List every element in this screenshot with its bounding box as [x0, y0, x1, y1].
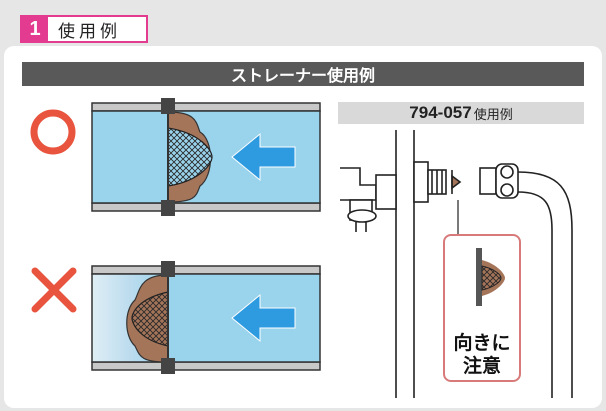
faucet-fitting-drawing	[340, 130, 573, 398]
example-label: 794-057 使用例	[338, 102, 584, 124]
notice-line-1: 向きに	[453, 332, 511, 354]
flow-arrow-icon	[231, 293, 296, 343]
step-tag: 1 使用例	[20, 15, 148, 43]
step-title: 使用例	[58, 21, 121, 42]
orientation-notice: 向きに 注意	[443, 234, 521, 382]
strainer-closeup	[476, 248, 505, 306]
notice-text: 向きに 注意	[445, 332, 519, 378]
step-number: 1	[22, 17, 48, 41]
model-number: 794-057	[409, 103, 472, 122]
correct-pipe-diagram	[91, 98, 321, 216]
wrong-pipe-diagram	[91, 261, 321, 374]
cross-mark-icon	[31, 267, 77, 313]
section-header: ストレーナー使用例	[22, 62, 584, 86]
notice-line-2: 注意	[462, 355, 501, 377]
circle-mark-icon	[30, 109, 76, 155]
flow-arrow-icon	[231, 132, 296, 182]
usage-label: 使用例	[473, 107, 513, 123]
